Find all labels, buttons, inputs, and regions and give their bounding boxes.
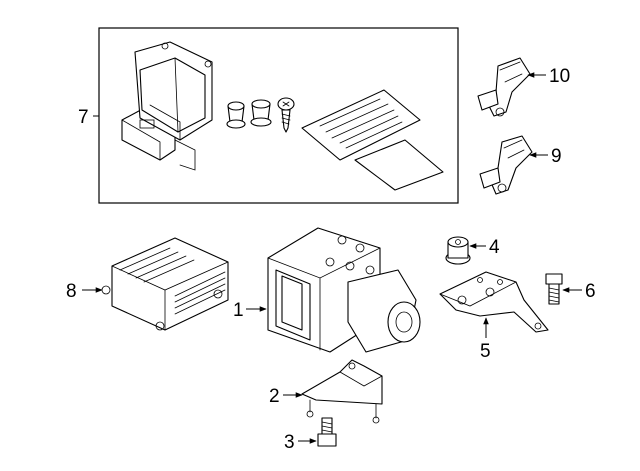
callout-3: 3 [284, 432, 295, 453]
callout-8: 8 [66, 281, 77, 302]
wheel-speed-sensor-icon [479, 135, 533, 195]
wheel-speed-sensor-icon [477, 57, 531, 117]
kit-screw-icon [277, 97, 295, 133]
kit-grommet-icon [250, 99, 272, 127]
mounting-bracket-icon [439, 271, 549, 333]
callout-5: 5 [480, 341, 491, 362]
electronic-control-unit-icon [101, 237, 229, 331]
control-module-kit-group [98, 27, 459, 204]
callout-9: 9 [551, 146, 562, 167]
callout-2: 2 [269, 386, 280, 407]
callout-10: 10 [549, 66, 570, 87]
modulator-mounting-bracket-icon [301, 359, 383, 424]
callout-6: 6 [585, 281, 596, 302]
callout-4: 4 [489, 237, 500, 258]
abs-hydraulic-modulator-icon [267, 227, 421, 353]
mounting-bolt-icon [545, 273, 563, 305]
rubber-grommet-icon [445, 236, 471, 265]
instruction-sheet-icon [301, 89, 421, 161]
bracket-bolt-icon [317, 417, 337, 447]
callout-7: 7 [78, 107, 89, 128]
label-sheet-icon [354, 139, 444, 191]
callout-1: 1 [233, 300, 244, 321]
leader-lines [82, 72, 582, 444]
kit-grommet-icon [226, 101, 246, 129]
kit-control-module-icon [121, 41, 213, 171]
